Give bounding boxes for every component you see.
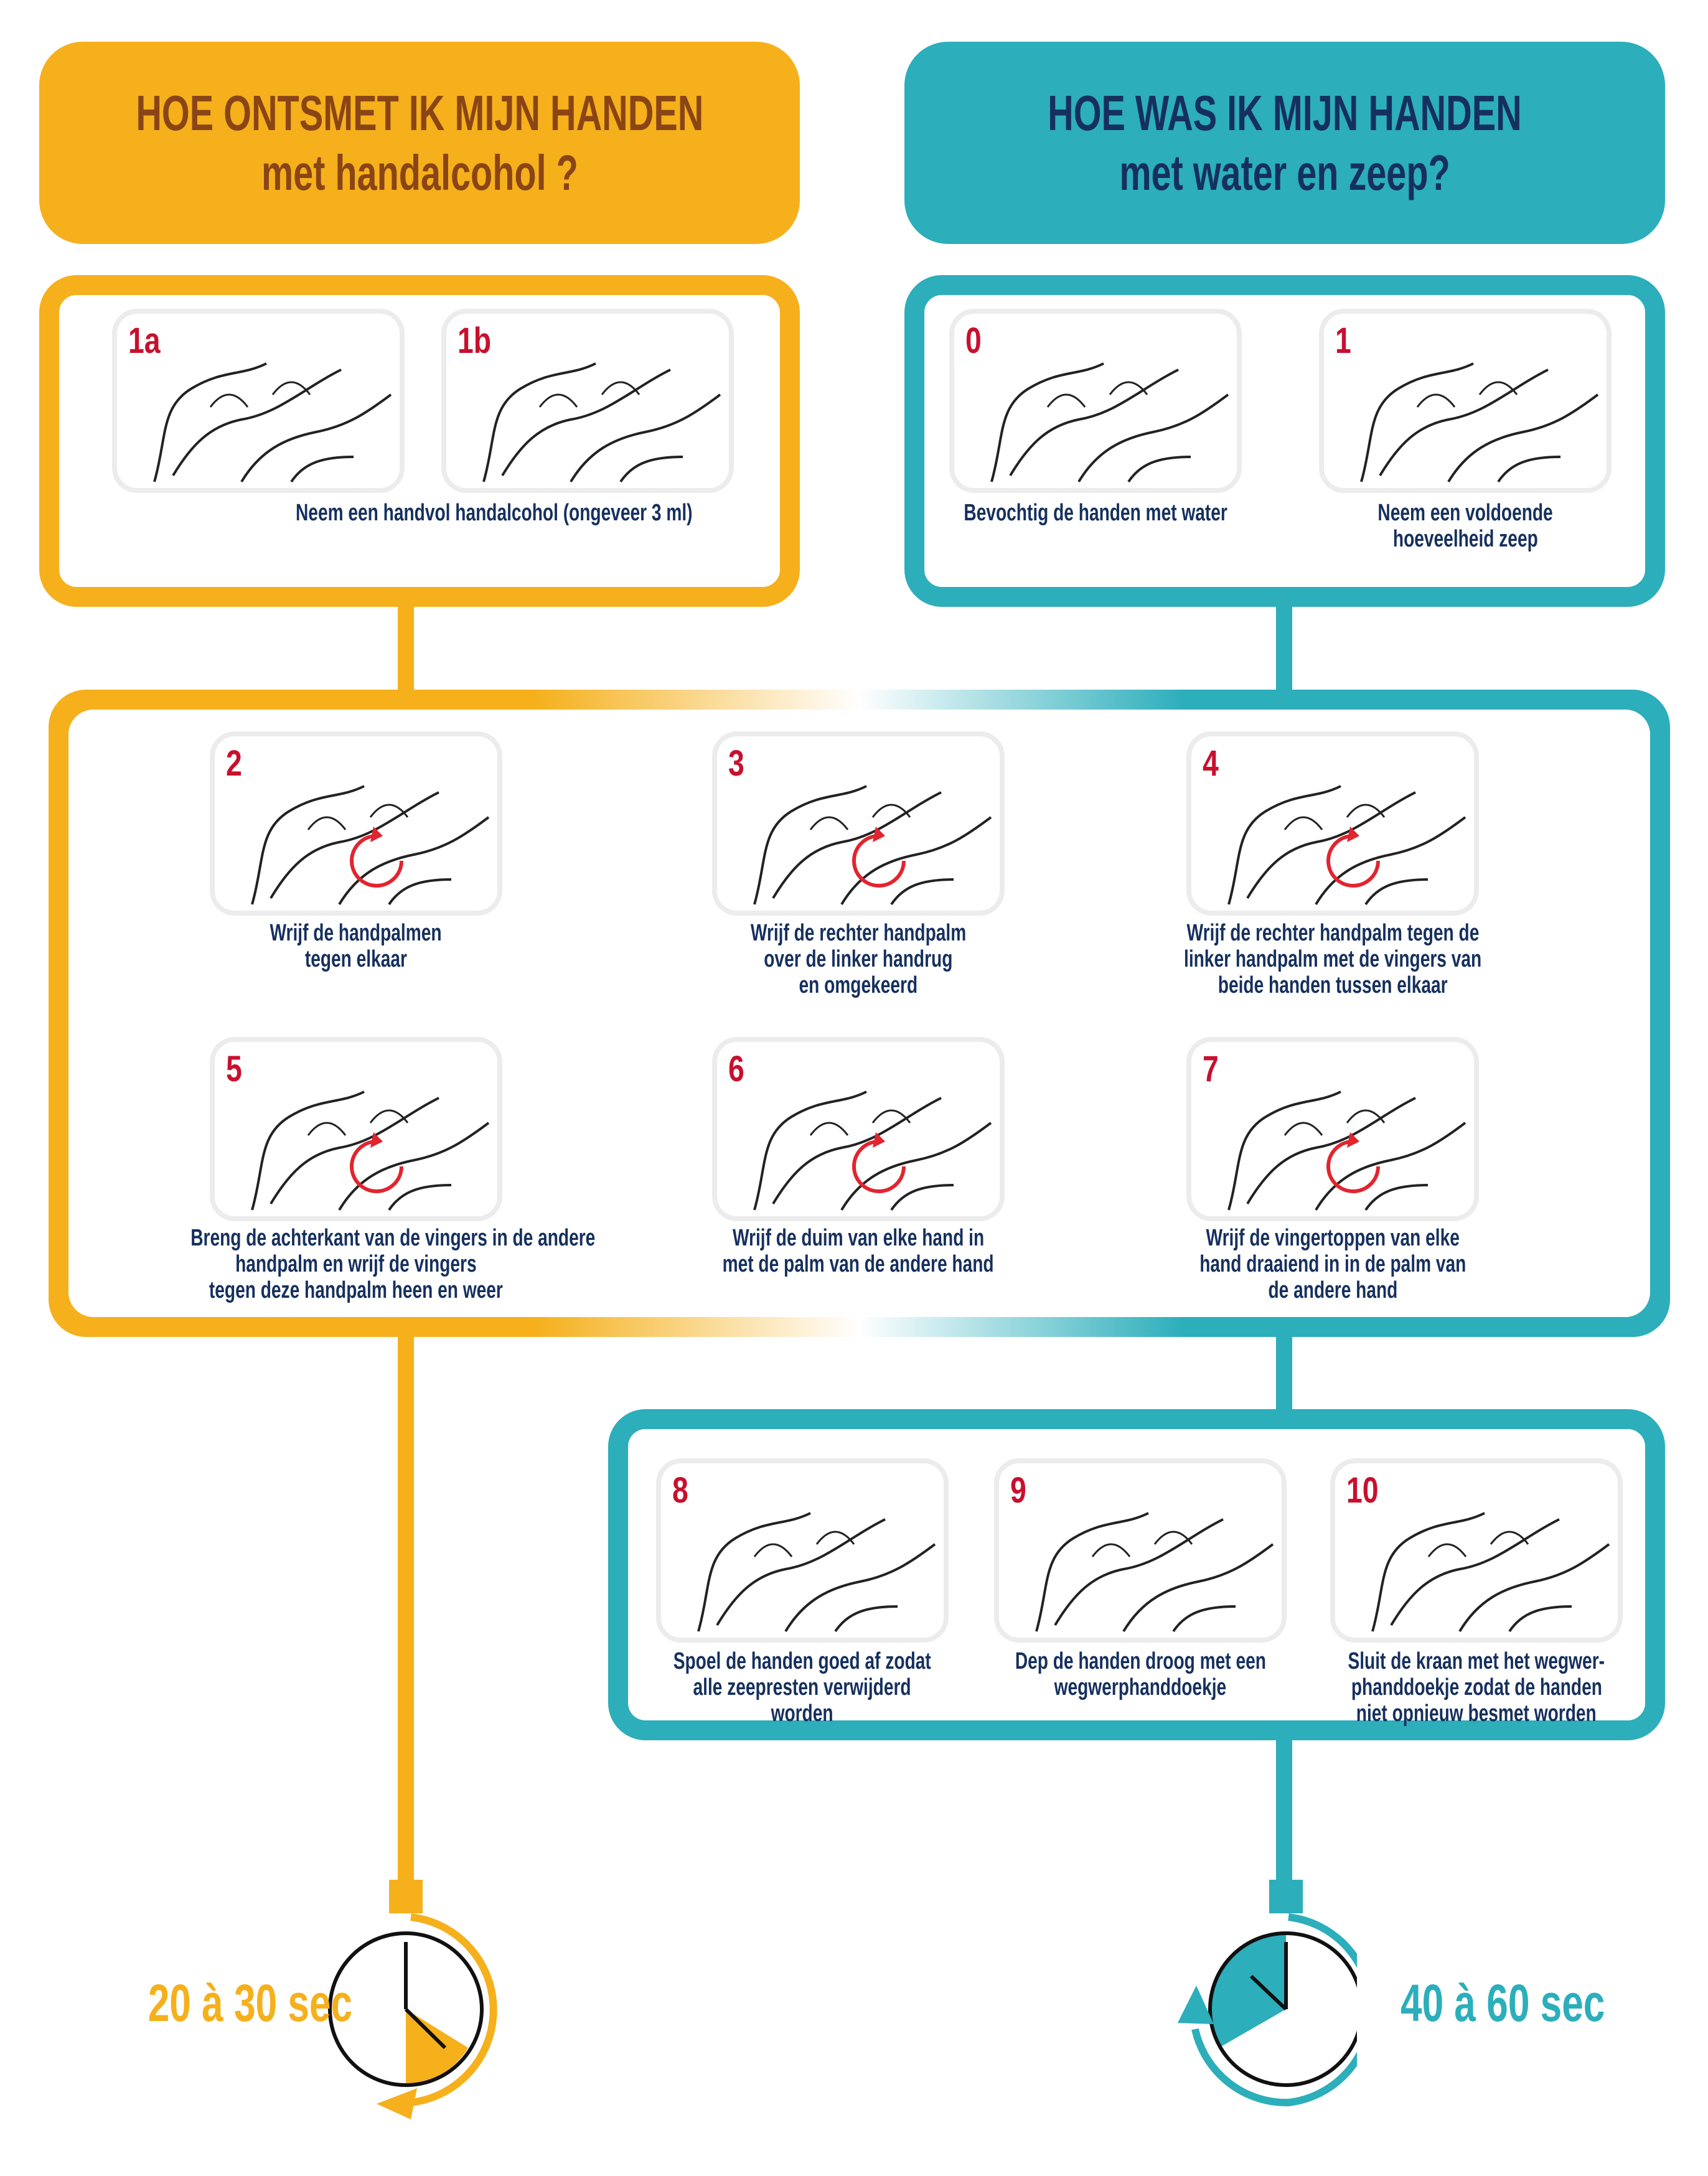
step-5-illustration: 5: [210, 1037, 502, 1221]
caption-line: phanddoekje zodat de handen: [1351, 1674, 1602, 1700]
caption-line: handpalm en wrijf de vingers: [235, 1251, 477, 1277]
step-number: 4: [1203, 743, 1219, 784]
caption-line: Sluit de kraan met het wegwer-: [1348, 1648, 1605, 1674]
hands-illustration-icon: [1360, 362, 1599, 483]
alcohol-duration: 20 à 30 sec: [112, 1973, 388, 2033]
caption-line: Dep de handen droog met een: [1015, 1648, 1266, 1674]
step-3-illustration: 3: [712, 731, 1005, 916]
hands-illustration-icon: [482, 362, 721, 483]
step-number: 0: [965, 321, 982, 361]
hands-illustration-icon: [251, 1090, 490, 1211]
caption-line: met de palm van de andere hand: [722, 1251, 994, 1277]
step-number: 8: [672, 1470, 688, 1511]
water-title: HOE WAS IK MIJN HANDEN: [1048, 85, 1522, 141]
step-number: 6: [728, 1049, 744, 1089]
caption-line: tegen elkaar: [304, 946, 408, 972]
step-1b-illustration: 1b: [441, 309, 734, 493]
caption-line: tegen deze handpalm heen en weer: [209, 1277, 503, 1303]
step-number: 9: [1010, 1470, 1026, 1511]
caption-line: Wrijf de vingertoppen van elke: [1206, 1225, 1460, 1251]
caption-line: alle zeepresten verwijderd: [693, 1674, 912, 1700]
water-flow-line-middle: [1276, 1332, 1292, 1413]
step-number: 5: [226, 1049, 242, 1089]
step-8-illustration: 8: [656, 1458, 949, 1643]
hands-illustration-icon: [753, 785, 992, 906]
hands-illustration-icon: [990, 362, 1229, 483]
step-6-illustration: 6: [712, 1037, 1005, 1221]
hands-illustration-icon: [1371, 1512, 1610, 1633]
alcohol-duration-text: 20 à 30 sec: [148, 1974, 353, 2032]
hands-illustration-icon: [1035, 1512, 1274, 1633]
water-timer-icon: [1178, 1880, 1357, 2107]
alcohol-flow-line-bottom: [398, 1332, 414, 1892]
hands-illustration-icon: [1227, 1090, 1466, 1211]
hands-illustration-icon: [697, 1512, 936, 1633]
caption-line: Breng de achterkant van de vingers in de…: [190, 1225, 596, 1251]
caption-line: Bevochtig de handen met water: [964, 500, 1227, 526]
hands-illustration-icon: [753, 1090, 992, 1211]
step-5-caption: Breng de achterkant van de vingers in de…: [120, 1225, 596, 1303]
step-1-illustration: 1: [1319, 309, 1612, 493]
caption-line: Wrijf de handpalmen: [270, 920, 443, 946]
step-0-illustration: 0: [949, 309, 1242, 493]
step-number: 3: [728, 743, 744, 784]
hands-illustration-icon: [251, 785, 490, 906]
step-number: 7: [1203, 1049, 1219, 1089]
caption-line: de andere hand: [1268, 1277, 1397, 1303]
caption-line: worden: [771, 1700, 833, 1727]
caption-line: niet opnieuw besmet worden: [1356, 1700, 1597, 1727]
caption-line: Wrijf de rechter handpalm: [750, 920, 967, 946]
caption-line: en omgekeerd: [799, 972, 918, 998]
caption-line: hoeveelheid zeep: [1392, 526, 1538, 552]
caption-line: Neem een handvol handalcohol (ongeveer 3…: [296, 500, 693, 526]
caption-line: Spoel de handen goed af zodat: [673, 1648, 932, 1674]
step-number: 1a: [128, 321, 161, 361]
caption-line: beide handen tussen elkaar: [1218, 972, 1448, 998]
alcohol-header: HOE ONTSMET IK MIJN HANDEN met handalcoh…: [39, 42, 800, 244]
step-0-caption: Bevochtig de handen met water: [859, 500, 1332, 526]
water-flow-line: [1276, 604, 1292, 697]
hands-illustration-icon: [153, 362, 392, 483]
alcohol-timer-icon: [328, 1880, 497, 2119]
water-duration: 40 à 60 sec: [1401, 1973, 1677, 2033]
caption-line: over de linker handrug: [764, 946, 953, 972]
step-9-illustration: 9: [994, 1458, 1287, 1643]
caption-line: wegwerphanddoekje: [1054, 1674, 1227, 1700]
step-number: 1: [1335, 321, 1351, 361]
water-subtitle: met water en zeep?: [1119, 144, 1450, 200]
step-7-illustration: 7: [1186, 1037, 1479, 1221]
caption-line: Neem een voldoende: [1377, 500, 1553, 526]
alcohol-flow-line: [398, 604, 414, 697]
step-10-illustration: 10: [1330, 1458, 1623, 1643]
step-4-illustration: 4: [1186, 731, 1479, 916]
water-flow-line-bottom: [1276, 1737, 1292, 1892]
alcohol-title: HOE ONTSMET IK MIJN HANDEN: [135, 85, 704, 141]
hands-illustration-icon: [1227, 785, 1466, 906]
alcohol-subtitle: met handalcohol ?: [261, 144, 578, 200]
caption-line: linker handpalm met de vingers van: [1183, 946, 1482, 972]
water-header: HOE WAS IK MIJN HANDEN met water en zeep…: [904, 42, 1665, 244]
caption-line: hand draaiend in in de palm van: [1199, 1251, 1466, 1277]
step-number: 10: [1346, 1470, 1379, 1511]
step-number: 1b: [458, 321, 492, 361]
caption-line: Wrijf de rechter handpalm tegen de: [1186, 920, 1479, 946]
step-number: 2: [226, 743, 242, 784]
step-1-alcohol-caption: Neem een handvol handalcohol (ongeveer 3…: [183, 500, 805, 526]
water-duration-text: 40 à 60 sec: [1401, 1974, 1605, 2032]
step-10-caption: Sluit de kraan met het wegwer-phanddoekj…: [1240, 1648, 1708, 1727]
step-2-illustration: 2: [210, 731, 502, 916]
caption-line: Wrijf de duim van elke hand in: [732, 1225, 985, 1251]
step-1a-illustration: 1a: [112, 309, 405, 493]
